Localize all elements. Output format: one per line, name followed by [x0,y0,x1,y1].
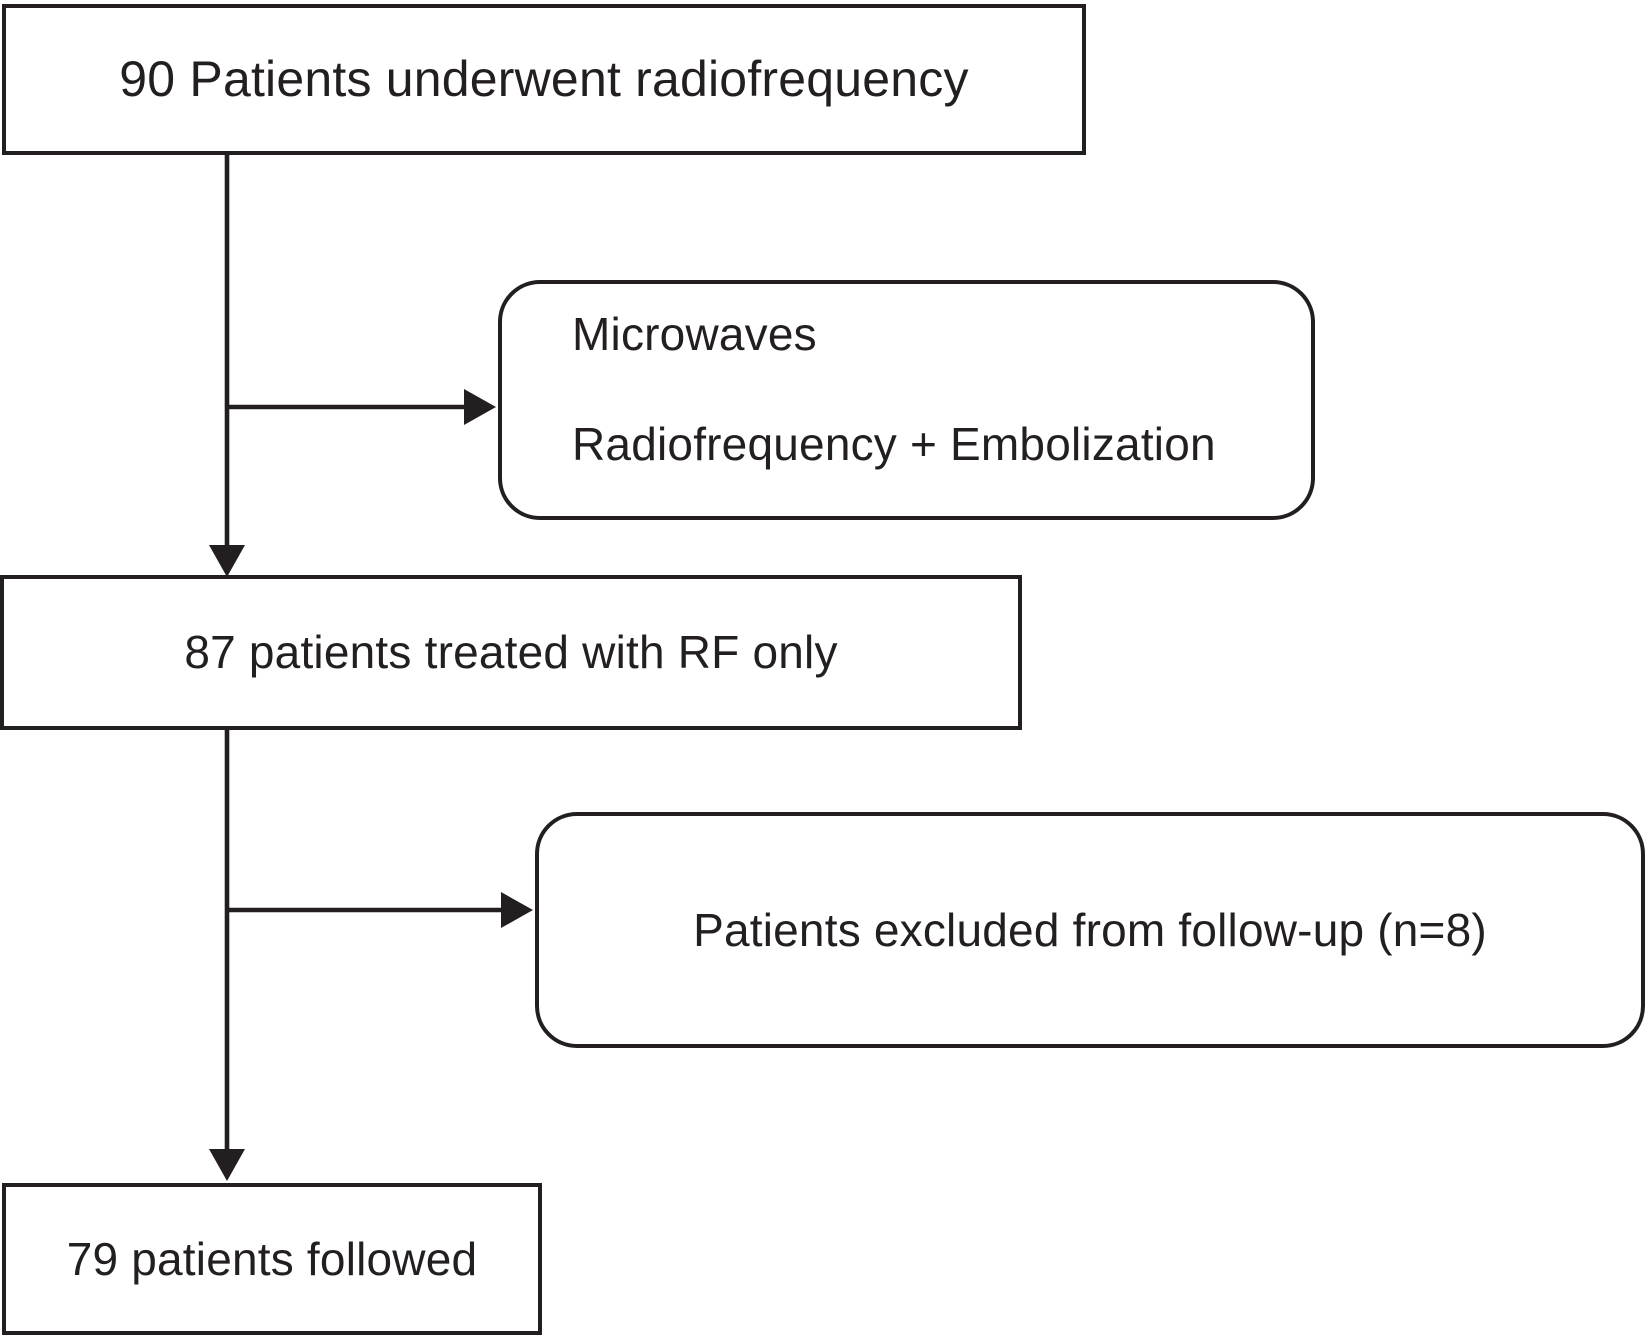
arrowhead-down-icon [209,545,245,577]
node-rf-only: 87 patients treated with RF only [0,575,1022,730]
node-rf-only-label: 87 patients treated with RF only [184,626,838,679]
node-followed-label: 79 patients followed [66,1232,478,1285]
node-other-treatment-line1: Microwaves [572,308,817,360]
node-start: 90 Patients underwent radiofrequency [2,4,1086,155]
node-other-treatment: Microwaves Radiofrequency + Embolization [498,280,1315,520]
arrowhead-right-icon [464,389,496,425]
node-other-treatment-line2: Radiofrequency + Embolization [572,418,1216,470]
node-excluded-followup: Patients excluded from follow-up (n=8) [535,812,1645,1048]
arrowhead-right-icon [501,892,533,928]
node-start-label: 90 Patients underwent radiofrequency [119,50,969,107]
node-excluded-followup-label: Patients excluded from follow-up (n=8) [693,903,1487,956]
arrowhead-down-icon [209,1149,245,1181]
node-followed: 79 patients followed [2,1183,542,1335]
